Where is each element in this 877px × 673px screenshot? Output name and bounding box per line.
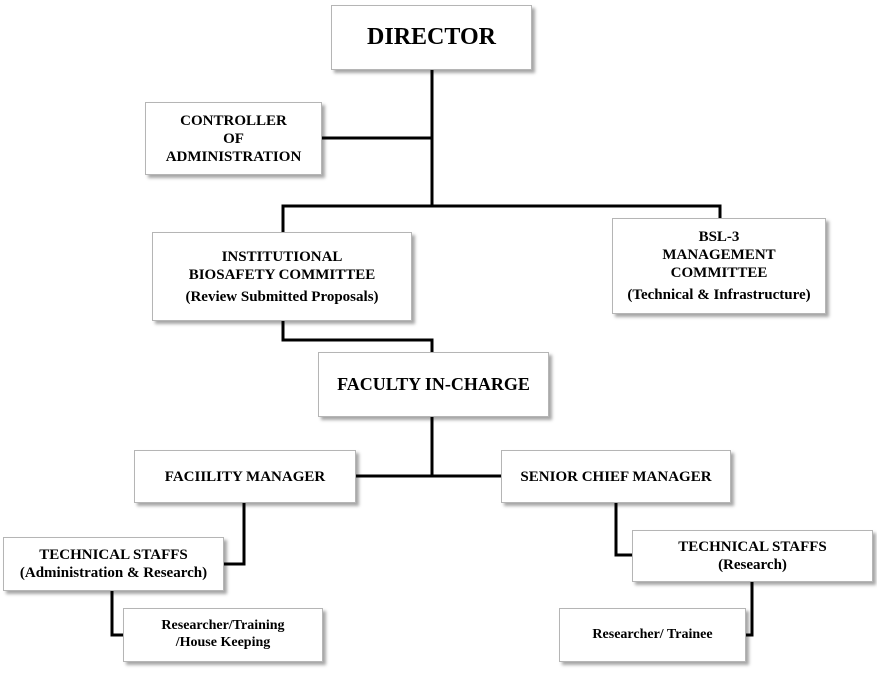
director-box: DIRECTOR [331, 5, 532, 70]
researcher-left-line-2: /House Keeping [175, 635, 271, 650]
tech-left-line-2: (Administration & Research) [19, 565, 208, 581]
ibc-line-3: (Review Submitted Proposals) [185, 288, 379, 305]
faculty-label: FACULTY IN-CHARGE [337, 373, 530, 394]
faculty-in-charge-box: FACULTY IN-CHARGE [318, 352, 549, 417]
bsl3-line-1: BSL-3 [698, 229, 740, 245]
facility-manager-label: FACIILITY MANAGER [164, 468, 326, 485]
senior-chief-manager-label: SENIOR CHIEF MANAGER [520, 468, 712, 485]
researcher-training-box: Researcher/Training /House Keeping [123, 608, 323, 662]
technical-staffs-right-box: TECHNICAL STAFFS (Research) [632, 530, 873, 582]
facility-manager-box: FACIILITY MANAGER [134, 450, 356, 503]
researcher-right-label: Researcher/ Trainee [592, 626, 713, 642]
connector-techstaff-researcher-left [110, 589, 125, 637]
connector-senior-techstaff [614, 501, 634, 557]
bsl3-line-2: MANAGEMENT [662, 247, 776, 263]
bsl3-committee-box: BSL-3 MANAGEMENT COMMITTEE (Technical & … [612, 218, 826, 314]
tech-right-line-1: TECHNICAL STAFFS [678, 539, 827, 555]
director-label: DIRECTOR [367, 24, 496, 51]
connector-committees [281, 204, 722, 234]
connector-ibc-faculty [281, 319, 434, 354]
biosafety-committee-box: INSTITUTIONAL BIOSAFETY COMMITTEE (Revie… [152, 232, 412, 321]
controller-line-2: OF [223, 130, 244, 147]
researcher-trainee-box: Researcher/ Trainee [559, 608, 746, 662]
technical-staffs-left-box: TECHNICAL STAFFS (Administration & Resea… [3, 537, 224, 591]
tech-left-line-1: TECHNICAL STAFFS [39, 547, 188, 563]
bsl3-line-3: COMMITTEE [670, 265, 768, 281]
tech-right-line-2: (Research) [718, 557, 787, 573]
connector-facility-techstaff [222, 501, 246, 566]
connector-techstaff-researcher-right [744, 580, 754, 637]
senior-chief-manager-box: SENIOR CHIEF MANAGER [501, 450, 731, 503]
controller-box: CONTROLLER OF ADMINISTRATION [145, 102, 322, 175]
bsl3-line-4: (Technical & Infrastructure) [627, 287, 811, 303]
ibc-line-2: BIOSAFETY COMMITTEE [188, 266, 376, 283]
researcher-left-line-1: Researcher/Training [161, 618, 285, 634]
controller-line-3: ADMINISTRATION [165, 148, 302, 165]
controller-line-1: CONTROLLER [180, 112, 287, 129]
ibc-line-1: INSTITUTIONAL [221, 248, 343, 265]
